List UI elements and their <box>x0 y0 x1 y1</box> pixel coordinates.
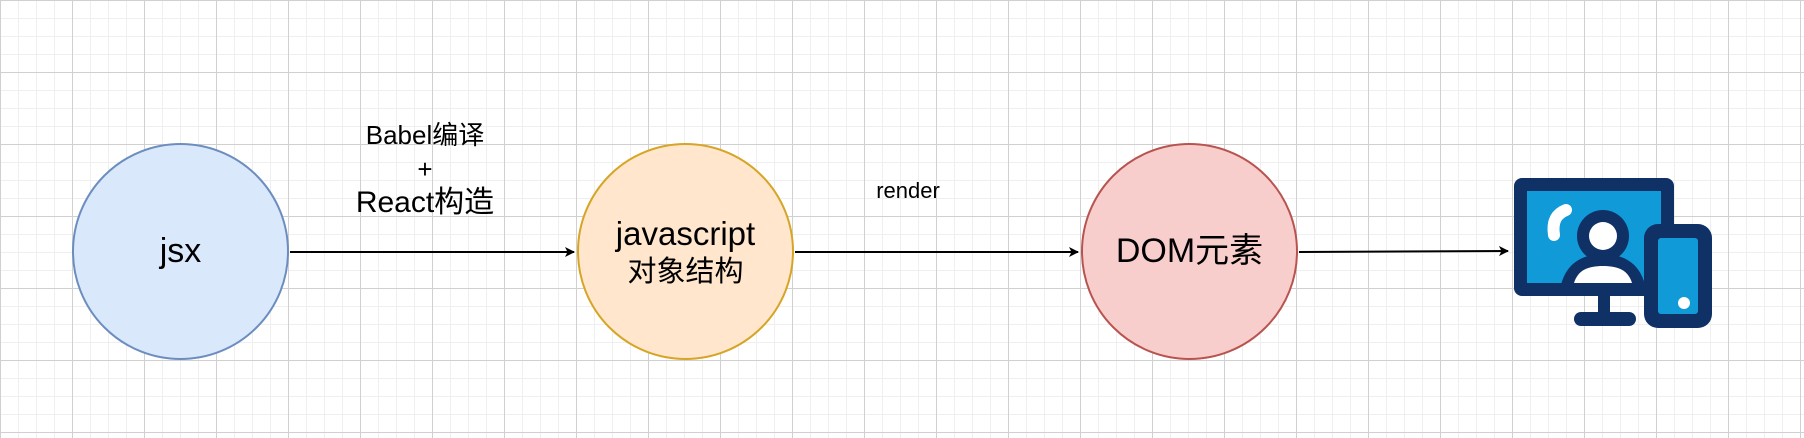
edge-label-line: React构造 <box>355 186 495 219</box>
node-jsx[interactable]: jsx <box>72 143 289 360</box>
user-body-inner <box>1574 266 1632 283</box>
glare-icon <box>1547 204 1572 241</box>
edge-label-line: Babel编译 <box>365 120 485 150</box>
node-label: DOM元素 <box>1115 232 1264 271</box>
node-dom-element[interactable]: DOM元素 <box>1081 143 1298 360</box>
monitor-base <box>1574 312 1636 326</box>
node-label-sub: 对象结构 <box>627 253 744 288</box>
computer-user-mobile-icon[interactable] <box>1508 172 1716 332</box>
node-javascript-object[interactable]: javascript 对象结构 <box>577 143 794 360</box>
monitor-neck <box>1598 292 1610 316</box>
edge-label-render: render <box>858 178 958 204</box>
node-label: jsx <box>159 232 202 271</box>
node-label: javascript <box>615 215 756 253</box>
phone-button <box>1678 297 1690 309</box>
edge-label-line: + <box>417 154 433 184</box>
edge-label-babel-react: Babel编译 + React构造 <box>330 118 520 220</box>
user-head-inner <box>1589 222 1617 250</box>
edge-label-line: render <box>876 178 940 203</box>
phone-screen <box>1658 238 1698 314</box>
edge-dom-to-device <box>1298 246 1509 257</box>
